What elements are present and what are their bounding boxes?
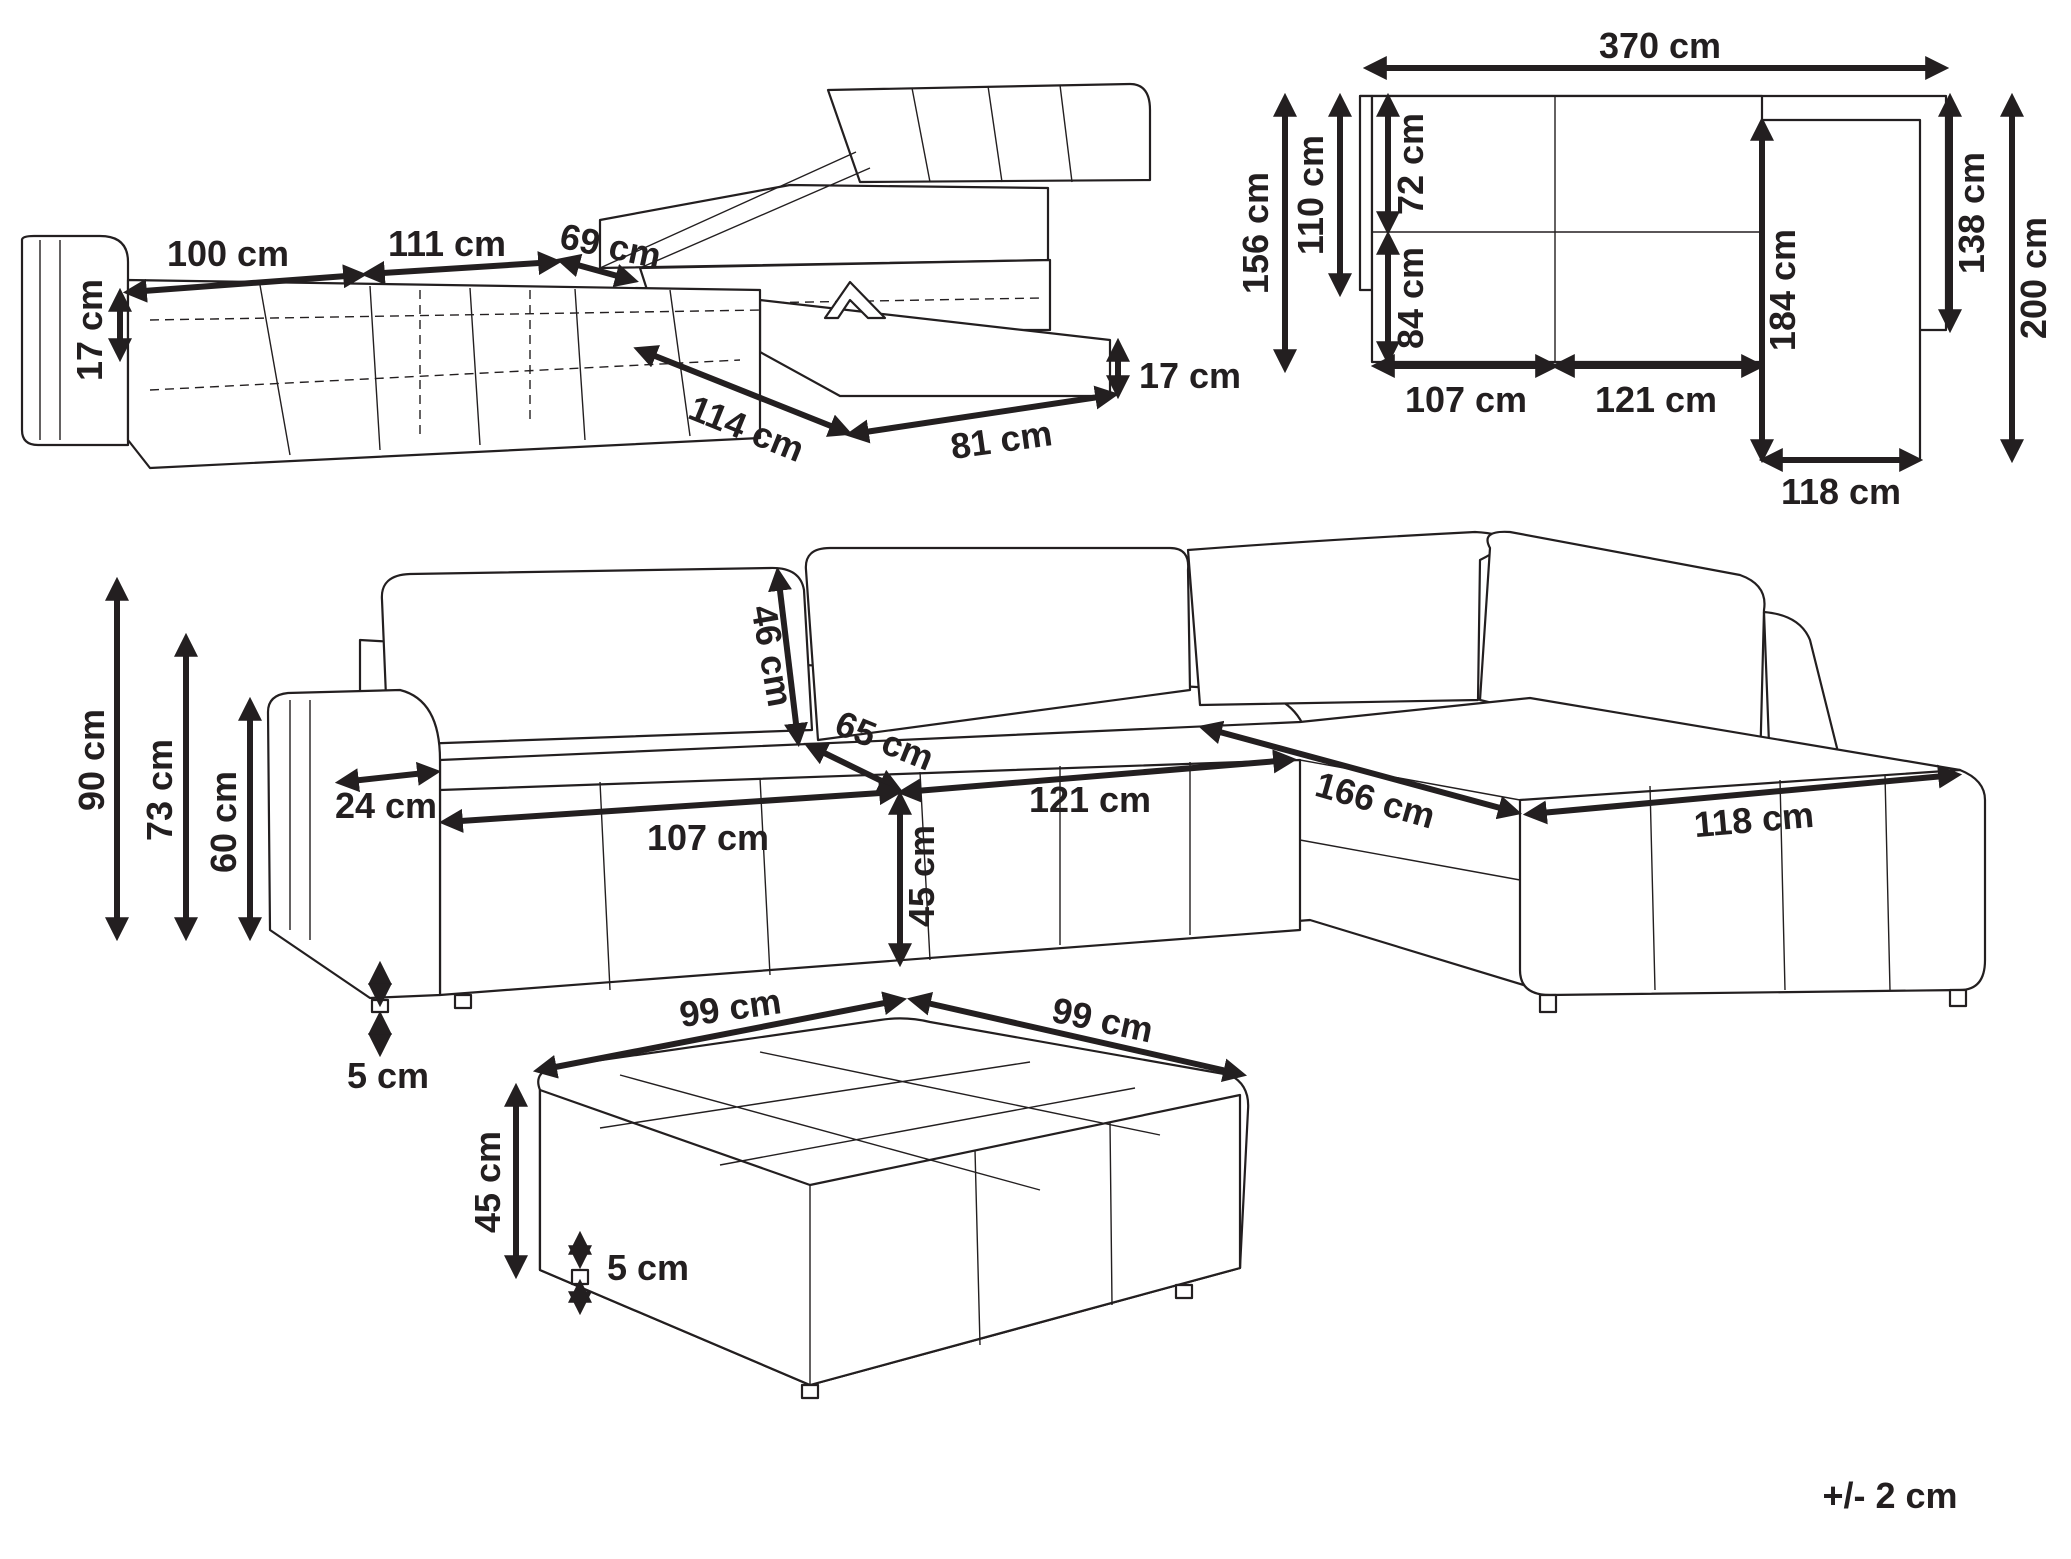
plan-dim-110: 110 cm: [1290, 135, 1331, 255]
ottoman-illustration: [537, 1017, 1250, 1400]
plan-dim-121: 121 cm: [1595, 379, 1717, 420]
plan-view-labels: 370 cm 156 cm 110 cm 72 cm 84 cm 107 cm …: [1235, 25, 2054, 512]
sofa-dim-45: 45 cm: [901, 825, 942, 927]
plan-dim-370: 370 cm: [1599, 25, 1721, 66]
sofa-bed-dim-100: 100 cm: [167, 233, 289, 274]
sofa-dim-24: 24 cm: [335, 785, 437, 826]
ottoman-dim-5: 5 cm: [607, 1247, 689, 1288]
sofa-dim-90: 90 cm: [71, 709, 112, 811]
plan-dim-156: 156 cm: [1235, 172, 1276, 294]
sofa-bed-dim-17-right: 17 cm: [1139, 355, 1241, 396]
sofa-bed-dim-111: 111 cm: [388, 223, 506, 264]
corner-sofa-labels: 90 cm 73 cm 60 cm 46 cm 65 cm 24 cm 107 …: [71, 602, 1816, 1096]
tolerance-note: +/- 2 cm: [1822, 1475, 1957, 1516]
sofa-dim-121: 121 cm: [1029, 779, 1151, 820]
plan-dim-200: 200 cm: [2013, 217, 2054, 339]
sofa-bed-illustration: [20, 82, 1152, 470]
plan-dim-184: 184 cm: [1762, 229, 1803, 351]
plan-dim-107: 107 cm: [1405, 379, 1527, 420]
sofa-dim-73: 73 cm: [139, 739, 180, 841]
plan-dim-72: 72 cm: [1390, 113, 1431, 215]
plan-view-dimension-arrows: [1273, 56, 2024, 472]
sofa-dim-107: 107 cm: [647, 817, 769, 858]
sofa-dim-60: 60 cm: [203, 771, 244, 873]
sofa-dim-5: 5 cm: [347, 1055, 429, 1096]
ottoman-dim-45: 45 cm: [467, 1131, 508, 1233]
corner-sofa-dimension-arrows: [105, 566, 1963, 1058]
plan-dim-138: 138 cm: [1951, 152, 1992, 274]
sofa-bed-dim-17-left: 17 cm: [69, 279, 110, 381]
sofa-bed-dim-81: 81 cm: [948, 412, 1055, 467]
plan-dim-84: 84 cm: [1390, 247, 1431, 349]
plan-dim-118: 118 cm: [1781, 471, 1901, 512]
sofa-bed-dimension-arrows: [108, 251, 1130, 444]
ottoman-dimension-arrows: [504, 991, 1248, 1316]
